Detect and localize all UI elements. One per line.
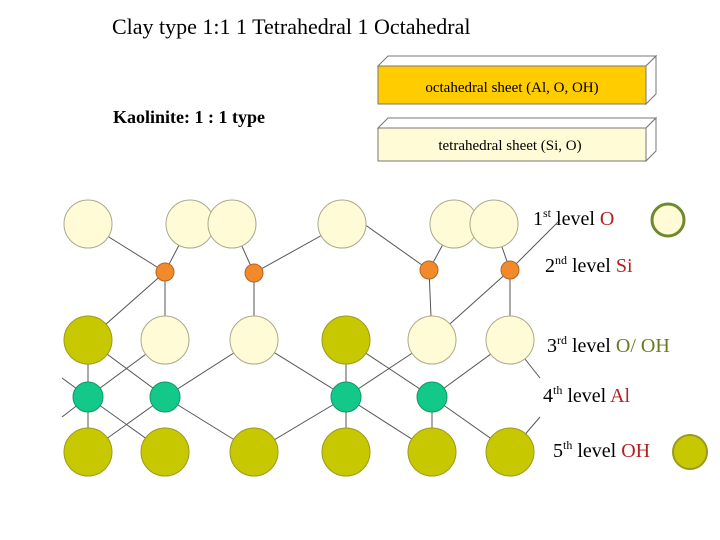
level-4-label: 4th level Al <box>543 383 631 408</box>
legend-hydroxyl-circle <box>672 434 708 470</box>
level-word: level <box>567 255 616 277</box>
level-3-label: 3rd level O/ OH <box>547 333 670 358</box>
diagram-subtitle: Kaolinite: 1 : 1 type <box>113 107 265 127</box>
oxygen-atom <box>469 199 519 249</box>
oxygen-atom <box>407 315 457 365</box>
hydroxyl-atom <box>229 427 279 477</box>
oxygen-atom <box>317 199 367 249</box>
level-number: 5 <box>553 440 563 462</box>
silicon-atom <box>155 262 175 282</box>
hydroxyl-atom <box>407 427 457 477</box>
level-element: Si <box>615 255 633 277</box>
silicon-atom <box>244 263 264 283</box>
tetrahedral-sheet-label: tetrahedral sheet (Si, O) <box>438 138 581 154</box>
level-number: 1 <box>533 208 543 230</box>
level-ordinal: rd <box>557 333 567 347</box>
oxygen-atom <box>485 315 535 365</box>
silicon-atom <box>500 260 520 280</box>
hydroxyl-atom <box>63 315 113 365</box>
aluminum-atom <box>416 381 448 413</box>
silicon-atom <box>419 260 439 280</box>
hydroxyl-atom <box>485 427 535 477</box>
level-word: level <box>562 385 611 407</box>
level-1-oxygen-atoms <box>63 199 519 249</box>
level-3-oxygen-hydroxyl-atoms <box>63 315 535 365</box>
octahedral-sheet-box: octahedral sheet (Al, O, OH) <box>376 54 658 106</box>
bond-lines <box>61 219 561 453</box>
legend-oxygen-circle <box>650 202 686 238</box>
level-word: level <box>551 208 600 230</box>
level-ordinal: st <box>543 206 552 220</box>
aluminum-atom <box>149 381 181 413</box>
level-5-label: 5th level OH <box>553 438 651 463</box>
hydroxyl-atom <box>321 427 371 477</box>
oxygen-atom <box>165 199 215 249</box>
oxygen-atom <box>207 199 257 249</box>
level-number: 2 <box>545 255 555 277</box>
level-2-label: 2nd level Si <box>545 253 633 278</box>
level-ordinal: th <box>553 383 563 397</box>
level-word: level <box>572 440 622 462</box>
page-title: Clay type 1:1 1 Tetrahedral 1 Octahedral <box>112 14 471 39</box>
level-word: level <box>567 335 616 357</box>
level-ordinal: th <box>563 438 573 452</box>
level-2-silicon-atoms <box>155 260 520 283</box>
level-number: 3 <box>547 335 557 357</box>
level-element: O/ OH <box>615 335 670 357</box>
oxygen-atom <box>140 315 190 365</box>
level-ordinal: nd <box>555 253 567 267</box>
level-element: Al <box>610 385 631 407</box>
hydroxyl-atom <box>321 315 371 365</box>
level-1-label: 1st level O <box>533 206 615 231</box>
bond-line <box>363 223 430 271</box>
level-number: 4 <box>543 385 553 407</box>
level-4-aluminum-atoms <box>72 381 448 413</box>
level-element: O <box>599 208 615 230</box>
oxygen-atom <box>63 199 113 249</box>
hydroxyl-atom <box>140 427 190 477</box>
level-5-hydroxyl-atoms <box>63 427 535 477</box>
oxygen-atom <box>229 315 279 365</box>
octahedral-sheet-label: octahedral sheet (Al, O, OH) <box>425 80 598 96</box>
tetrahedral-sheet-box: tetrahedral sheet (Si, O) <box>376 116 658 163</box>
hydroxyl-atom <box>63 427 113 477</box>
aluminum-atom <box>330 381 362 413</box>
level-element: OH <box>621 440 651 462</box>
aluminum-atom <box>72 381 104 413</box>
bond-line <box>509 219 561 271</box>
